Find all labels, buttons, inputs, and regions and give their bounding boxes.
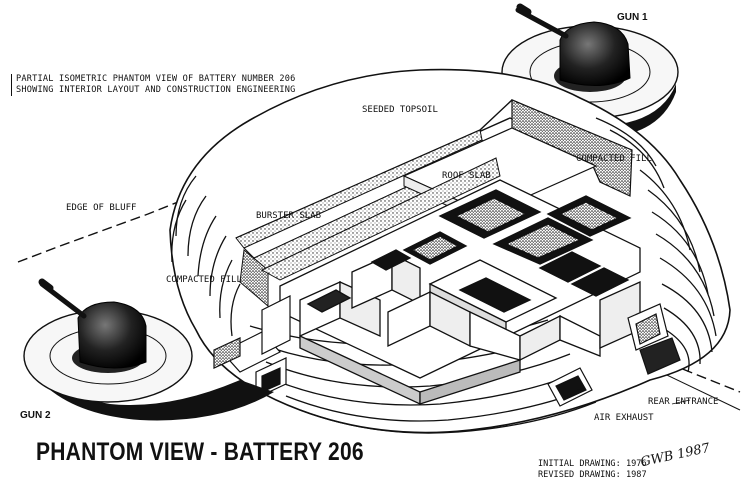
initial-drawing-date: INITIAL DRAWING: 1976	[538, 459, 647, 469]
seeded-topsoil-label: SEEDED TOPSOIL	[362, 105, 438, 115]
main-title: PHANTOM VIEW - BATTERY 206	[36, 438, 364, 466]
leader-lines	[571, 387, 691, 405]
burster-slab-label: BURSTER SLAB	[256, 211, 322, 221]
air-exhaust-label: AIR EXHAUST	[594, 413, 654, 423]
caption-line-1: PARTIAL ISOMETRIC PHANTOM VIEW OF BATTER…	[16, 74, 296, 84]
revised-drawing-date: REVISED DRAWING: 1987	[538, 470, 647, 480]
gun-1-label: GUN 1	[617, 12, 648, 23]
interior-rooms	[279, 179, 641, 406]
bluff-edge-line	[17, 201, 179, 263]
drawing-dates: INITIAL DRAWING: 1976 REVISED DRAWING: 1…	[538, 459, 647, 481]
gun-2-label: GUN 2	[20, 410, 51, 421]
roof-slab-label: ROOF SLAB	[442, 171, 491, 181]
right-portal	[547, 303, 681, 407]
edge-of-bluff-label: EDGE OF BLUFF	[66, 203, 137, 213]
gun-2-emplacement	[23, 278, 274, 421]
compacted-fill-right-label: COMPACTED FILL	[576, 154, 652, 164]
drawing-caption: PARTIAL ISOMETRIC PHANTOM VIEW OF BATTER…	[11, 74, 295, 96]
caption-line-2: SHOWING INTERIOR LAYOUT AND CONSTRUCTION…	[16, 85, 296, 95]
compacted-fill-left	[239, 249, 269, 308]
contour-hatching-left	[171, 175, 241, 337]
contour-hatching-right	[595, 117, 717, 373]
left-portal	[213, 295, 291, 399]
bluff-edge-line-right	[654, 357, 741, 393]
compacted-fill-left-label: COMPACTED FILL	[166, 275, 242, 285]
rear-entrance-label: REAR ENTRANCE	[648, 397, 719, 407]
